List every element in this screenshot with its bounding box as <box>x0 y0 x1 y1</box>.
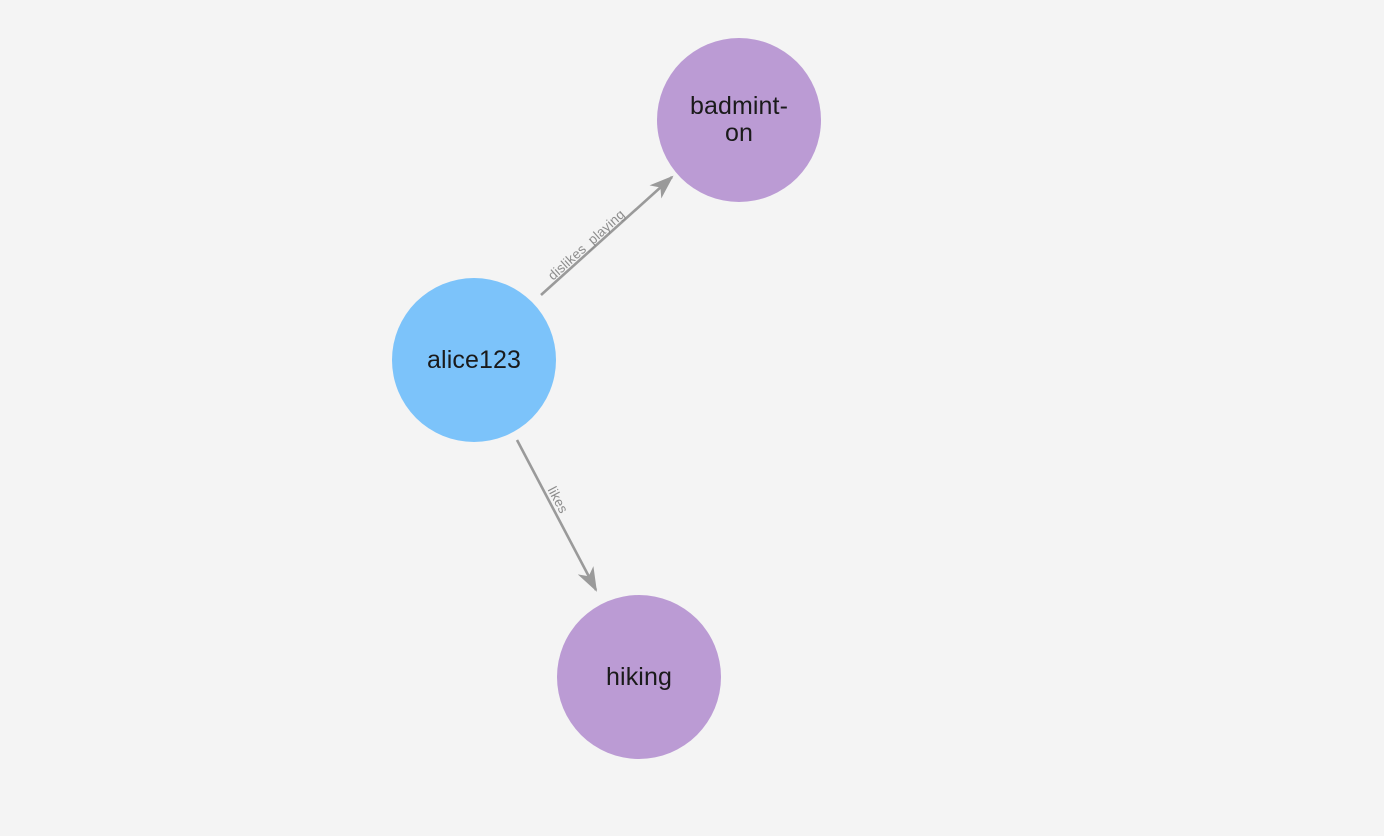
edge-line-likes[interactable] <box>515 439 598 592</box>
graph-node-hiking[interactable]: hiking <box>557 595 721 759</box>
graph-node-label-badminton: badmint- on <box>689 92 789 147</box>
graph-node-label-alice123: alice123 <box>427 345 521 374</box>
graph-node-badminton[interactable]: badmint- on <box>657 38 821 202</box>
edge-line-dislikes-playing[interactable] <box>540 175 674 296</box>
graph-node-label-hiking: hiking <box>606 662 672 691</box>
graph-node-alice123[interactable]: alice123 <box>392 278 556 442</box>
